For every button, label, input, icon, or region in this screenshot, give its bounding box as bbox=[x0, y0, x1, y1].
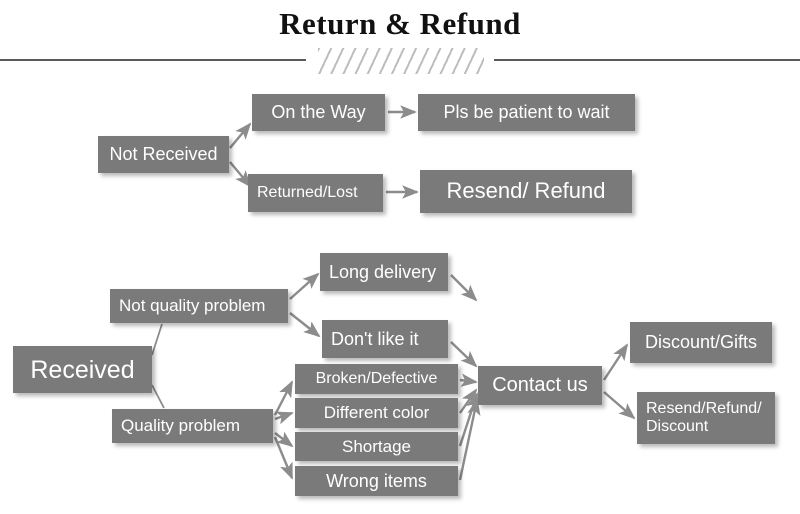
divider-rule-right bbox=[494, 59, 800, 61]
node-broken-defective[interactable]: Broken/Defective bbox=[295, 364, 458, 394]
node-long-delivery[interactable]: Long delivery bbox=[320, 253, 448, 291]
node-on-the-way[interactable]: On the Way bbox=[252, 94, 385, 131]
page-title: Return & Refund bbox=[279, 6, 521, 41]
node-wrong-items[interactable]: Wrong items bbox=[295, 466, 458, 496]
node-quality-problem[interactable]: Quality problem bbox=[112, 409, 273, 443]
node-contact-us[interactable]: Contact us bbox=[478, 366, 602, 405]
node-dont-like-it[interactable]: Don't like it bbox=[322, 320, 448, 358]
decorative-divider bbox=[0, 48, 800, 74]
node-pls-be-patient-to-wait[interactable]: Pls be patient to wait bbox=[418, 94, 635, 131]
node-resend-refund-discount[interactable]: Resend/Refund/ Discount bbox=[637, 392, 775, 444]
node-returned-lost[interactable]: Returned/Lost bbox=[248, 174, 383, 212]
node-resend-refund[interactable]: Resend/ Refund bbox=[420, 170, 632, 213]
node-not-received[interactable]: Not Received bbox=[98, 136, 229, 173]
node-shortage[interactable]: Shortage bbox=[295, 432, 458, 461]
node-discount-gifts[interactable]: Discount/Gifts bbox=[630, 322, 772, 363]
node-received[interactable]: Received bbox=[13, 346, 152, 393]
node-different-color[interactable]: Different color bbox=[295, 398, 458, 428]
diagonal-hatch-icon bbox=[318, 48, 484, 74]
node-not-quality-problem[interactable]: Not quality problem bbox=[110, 289, 288, 323]
divider-rule-left bbox=[0, 59, 306, 61]
